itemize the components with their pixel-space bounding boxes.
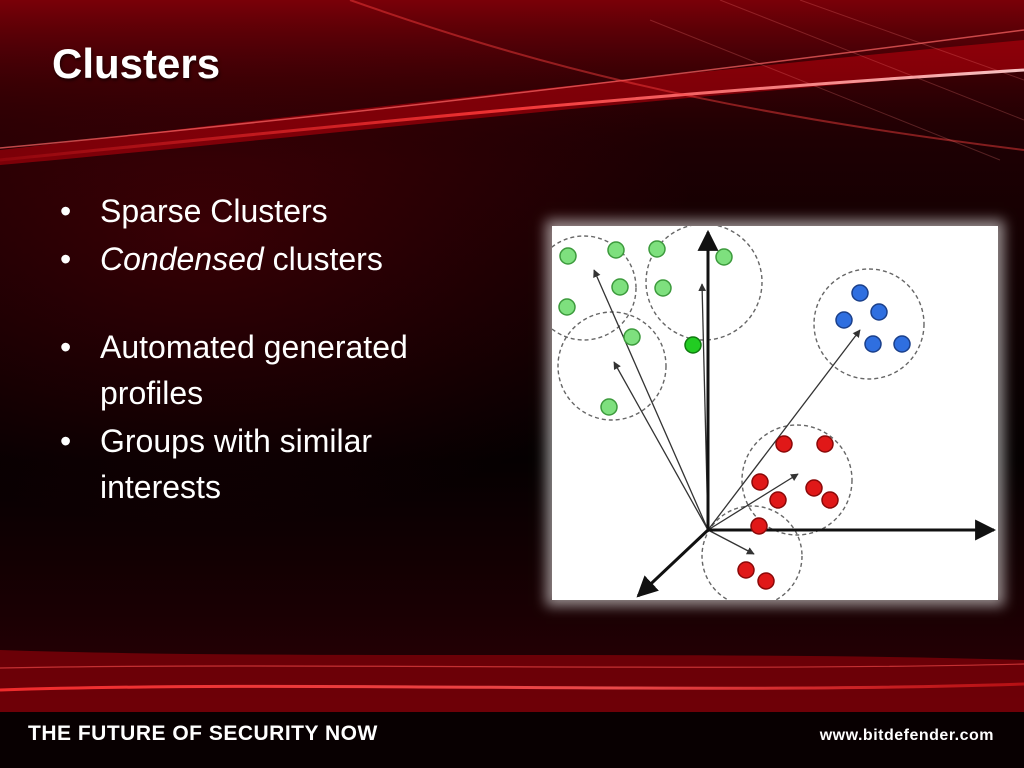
axes: [636, 229, 997, 598]
green-points: [558, 240, 733, 416]
data-point-green: [648, 240, 666, 258]
cluster-diagram: [531, 223, 998, 607]
vector-arrow: [593, 269, 709, 531]
data-point-blue: [864, 335, 882, 353]
red-points: [737, 435, 839, 590]
bullet-item-automated-profiles: • Automated generated profiles: [60, 324, 500, 416]
bullet-text: clusters: [263, 241, 383, 277]
bullet-glyph: •: [60, 329, 72, 365]
data-point-blue: [835, 311, 853, 329]
slide-title: Clusters: [52, 40, 221, 87]
data-point-red: [750, 517, 768, 535]
data-point-red: [769, 491, 787, 509]
bullet-glyph: •: [60, 193, 72, 229]
data-point-red: [737, 561, 755, 579]
data-point-green-bright: [684, 336, 702, 354]
data-point-green: [559, 247, 577, 265]
cluster-diagram-svg: [531, 223, 997, 607]
bullet-text: Sparse Clusters: [100, 193, 328, 229]
bullet-item-sparse-clusters: • Sparse Clusters: [60, 188, 500, 234]
vector-arrow: [707, 473, 799, 531]
bullet-item-condensed-clusters: • Condensed clusters: [60, 236, 500, 282]
bullet-list: • Sparse Clusters • Condensed clusters •…: [60, 188, 500, 512]
data-point-red: [751, 473, 769, 491]
bullet-glyph: •: [60, 241, 72, 277]
data-point-red: [816, 435, 834, 453]
cluster-outline-green-top: [645, 223, 763, 341]
bullet-glyph: •: [60, 423, 72, 459]
data-point-red: [775, 435, 793, 453]
data-point-green: [607, 241, 625, 259]
data-point-green: [623, 328, 641, 346]
cluster-outline-blue: [813, 268, 925, 380]
data-point-blue: [870, 303, 888, 321]
bullet-text: Groups with similar interests: [100, 423, 373, 505]
bullet-item-similar-interests: • Groups with similar interests: [60, 418, 500, 510]
vector-arrow: [707, 529, 755, 555]
data-point-green: [600, 398, 618, 416]
data-point-blue: [851, 284, 869, 302]
data-point-green: [611, 278, 629, 296]
data-point-blue: [893, 335, 911, 353]
bullet-text: Automated generated profiles: [100, 329, 408, 411]
data-point-green: [654, 279, 672, 297]
footer-tagline: THE FUTURE OF SECURITY NOW: [28, 722, 378, 745]
data-point-green: [715, 248, 733, 266]
data-point-red: [757, 572, 775, 590]
vector-arrows: [593, 269, 861, 555]
cluster-outline-red-mid: [741, 424, 853, 536]
vector-arrow: [613, 361, 709, 531]
footer-website-link[interactable]: www.bitdefender.com: [819, 727, 994, 744]
data-point-red: [805, 479, 823, 497]
blue-points: [835, 284, 911, 353]
vector-arrow: [707, 329, 861, 531]
data-point-red: [821, 491, 839, 509]
data-point-green: [558, 298, 576, 316]
z-axis: [636, 528, 710, 598]
bullet-emphasis: Condensed: [100, 241, 264, 277]
